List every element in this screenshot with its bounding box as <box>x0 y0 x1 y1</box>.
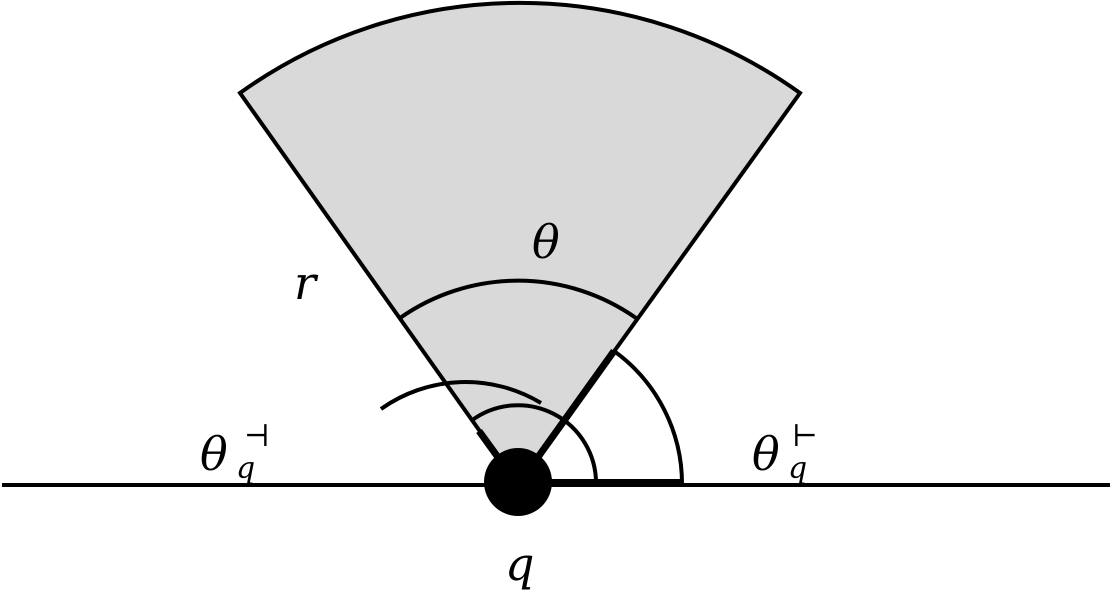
theta-left-superscript: ⊣ <box>244 419 270 454</box>
point-label: q <box>505 537 534 591</box>
theta-left-base: θ <box>200 427 228 481</box>
radius-label: r <box>294 256 319 310</box>
theta-right-superscript: ⊢ <box>792 419 818 454</box>
theta-right-base: θ <box>752 427 780 481</box>
theta-right-subscript: q <box>788 451 807 486</box>
sector-wedge <box>237 0 803 489</box>
theta-left-subscript: q <box>236 451 255 486</box>
point-q <box>484 448 552 516</box>
theta-right-arc <box>612 349 685 486</box>
theta-right-label: θ q ⊢ <box>752 419 818 486</box>
theta-left-arc <box>379 380 543 411</box>
theta-label: θ <box>532 215 560 269</box>
theta-left-label: θ q ⊣ <box>200 419 270 486</box>
theta-arc <box>398 278 638 320</box>
inner-arc <box>469 403 599 486</box>
